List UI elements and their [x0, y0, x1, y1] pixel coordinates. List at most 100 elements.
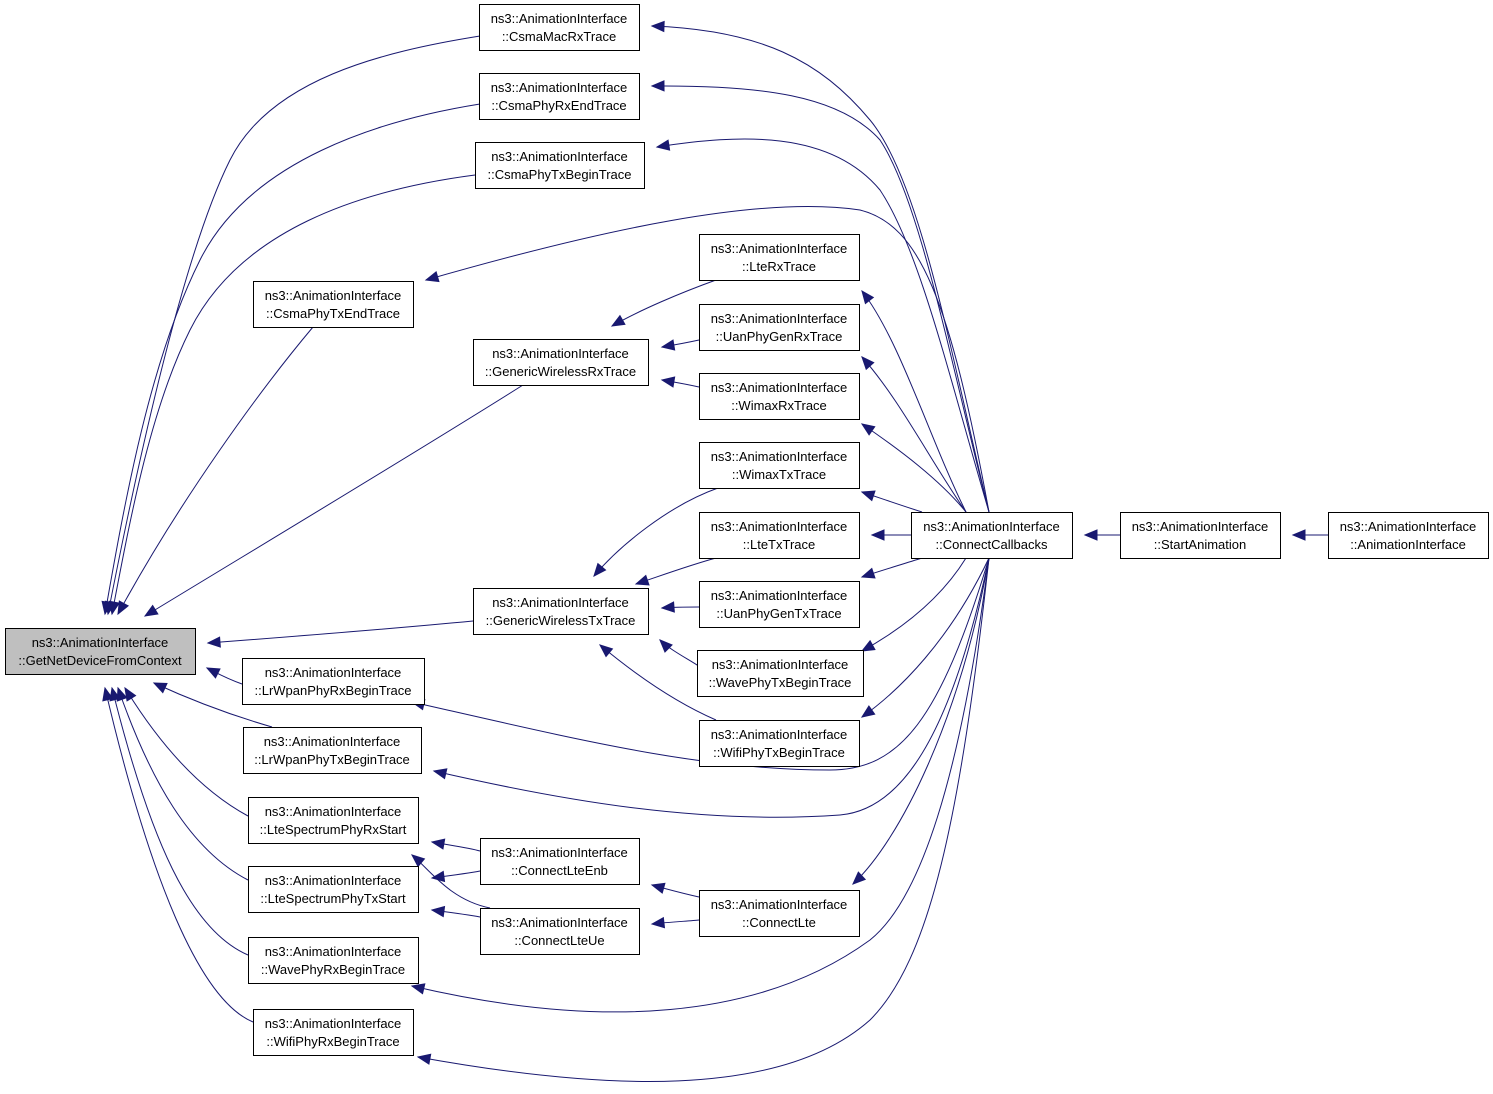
node-lrwpantx[interactable]: ns3::AnimationInterface::LrWpanPhyTxBegi… — [243, 727, 422, 774]
edge-conncb-to-csmaphytxend — [424, 206, 990, 513]
node-wavetx[interactable]: ns3::AnimationInterface::WavePhyTxBeginT… — [697, 650, 864, 697]
node-label-method: ::UanPhyGenTxTrace — [716, 606, 841, 621]
node-label-method: ::GenericWirelessRxTrace — [485, 364, 636, 379]
node-csmaphytxbegin[interactable]: ns3::AnimationInterface::CsmaPhyTxBeginT… — [475, 142, 645, 189]
edge-line — [425, 206, 990, 513]
node-label-namespace: ns3::AnimationInterface — [264, 734, 401, 749]
edge-arrowhead — [861, 289, 875, 305]
node-waverx[interactable]: ns3::AnimationInterface::WavePhyRxBeginT… — [248, 937, 419, 984]
node-box — [699, 581, 860, 628]
edge-lrwpanrx-to-getnet — [205, 667, 243, 685]
edge-conncb-to-wavetx — [860, 557, 967, 652]
node-lterx[interactable]: ns3::AnimationInterface::LteRxTrace — [699, 234, 860, 281]
edge-arrowhead — [102, 686, 114, 702]
node-wimaxtx[interactable]: ns3::AnimationInterface::WimaxTxTrace — [699, 442, 860, 489]
node-label-namespace: ns3::AnimationInterface — [265, 288, 402, 303]
node-label-namespace: ns3::AnimationInterface — [711, 727, 848, 742]
edge-arrowhead — [860, 567, 876, 579]
node-label-namespace: ns3::AnimationInterface — [491, 915, 628, 930]
node-box — [697, 650, 864, 697]
node-connlteue[interactable]: ns3::AnimationInterface::ConnectLteUe — [480, 908, 640, 955]
edge-line — [111, 174, 476, 615]
edge-wimaxtx-to-genwirelesstx — [593, 487, 719, 577]
node-animctor[interactable]: ns3::AnimationInterface::AnimationInterf… — [1328, 512, 1489, 559]
node-genwirelessrx[interactable]: ns3::AnimationInterface::GenericWireless… — [473, 339, 649, 386]
node-uantx[interactable]: ns3::AnimationInterface::UanPhyGenTxTrac… — [699, 581, 860, 628]
edge-line — [207, 620, 474, 644]
node-wifirx[interactable]: ns3::AnimationInterface::WifiPhyRxBeginT… — [253, 1009, 414, 1056]
edge-arrowhead — [124, 686, 137, 702]
edge-conncb-to-wimaxtx — [860, 490, 923, 513]
edge-conncb-to-wifitx — [860, 557, 990, 718]
node-csmaphytxend[interactable]: ns3::AnimationInterface::CsmaPhyTxEndTra… — [253, 281, 414, 328]
node-label-namespace: ns3::AnimationInterface — [491, 845, 628, 860]
edge-line — [144, 384, 524, 617]
edge-csmaphytxend-to-getnet — [117, 326, 314, 616]
edge-arrowhead — [650, 916, 666, 929]
node-connlte[interactable]: ns3::AnimationInterface::ConnectLte — [699, 890, 860, 937]
node-box — [699, 373, 860, 420]
node-getnet[interactable]: ns3::AnimationInterface::GetNetDeviceFro… — [5, 628, 196, 675]
node-label-namespace: ns3::AnimationInterface — [711, 588, 848, 603]
edge-wimaxrx-to-genwirelessrx — [660, 376, 700, 388]
node-ltespectx[interactable]: ns3::AnimationInterface::LteSpectrumPhyT… — [248, 866, 419, 913]
edge-connlte-to-connlteue — [650, 916, 700, 929]
node-startanim[interactable]: ns3::AnimationInterface::StartAnimation — [1120, 512, 1281, 559]
edge-genwirelesstx-to-getnet — [206, 620, 474, 648]
edge-line — [593, 487, 719, 577]
node-label-namespace: ns3::AnimationInterface — [711, 241, 848, 256]
node-wimaxrx[interactable]: ns3::AnimationInterface::WimaxRxTrace — [699, 373, 860, 420]
edge-conncb-to-lrwpantx — [432, 557, 990, 818]
edge-connlte-to-connlteenb — [650, 882, 700, 898]
edge-uantx-to-genwirelesstx — [660, 601, 700, 613]
node-label-namespace: ns3::AnimationInterface — [711, 380, 848, 395]
edge-conncb-to-waverx — [410, 557, 990, 1013]
node-box — [248, 866, 419, 913]
edge-conncb-to-csmaphyrxend — [650, 80, 990, 513]
node-box — [473, 588, 649, 635]
edge-line — [124, 687, 249, 817]
node-uanrx[interactable]: ns3::AnimationInterface::UanPhyGenRxTrac… — [699, 304, 860, 351]
node-box — [479, 4, 640, 51]
node-csmamacrx[interactable]: ns3::AnimationInterface::CsmaMacRxTrace — [479, 4, 640, 51]
edge-arrowhead — [108, 600, 120, 616]
node-csmaphyrxend[interactable]: ns3::AnimationInterface::CsmaPhyRxEndTra… — [479, 73, 640, 120]
node-box — [243, 727, 422, 774]
node-ltetx[interactable]: ns3::AnimationInterface::LteTxTrace — [699, 512, 860, 559]
node-label-namespace: ns3::AnimationInterface — [491, 80, 628, 95]
edge-line — [861, 356, 967, 513]
edge-arrowhead — [1291, 529, 1306, 541]
edge-line — [861, 557, 967, 652]
node-label-namespace: ns3::AnimationInterface — [265, 873, 402, 888]
edge-line — [635, 557, 717, 585]
node-box — [248, 797, 419, 844]
node-box — [5, 628, 196, 675]
node-genwirelesstx[interactable]: ns3::AnimationInterface::GenericWireless… — [473, 588, 649, 635]
node-box — [480, 908, 640, 955]
node-connlteenb[interactable]: ns3::AnimationInterface::ConnectLteEnb — [480, 838, 640, 885]
node-box — [699, 890, 860, 937]
edge-line — [861, 290, 967, 513]
node-label-method: ::CsmaPhyTxEndTrace — [266, 306, 400, 321]
edge-line — [599, 644, 717, 721]
node-box — [253, 281, 414, 328]
node-label-namespace: ns3::AnimationInterface — [492, 346, 629, 361]
node-box — [911, 512, 1073, 559]
edge-arrowhead — [860, 639, 876, 652]
node-lrwpanrx[interactable]: ns3::AnimationInterface::LrWpanPhyRxBegi… — [242, 658, 425, 705]
edge-arrowhead — [634, 574, 650, 586]
node-conncb[interactable]: ns3::AnimationInterface::ConnectCallback… — [911, 512, 1073, 559]
node-ltespecrx[interactable]: ns3::AnimationInterface::LteSpectrumPhyR… — [248, 797, 419, 844]
node-label-namespace: ns3::AnimationInterface — [265, 944, 402, 959]
node-label-namespace: ns3::AnimationInterface — [923, 519, 1060, 534]
node-box — [475, 142, 645, 189]
node-label-namespace: ns3::AnimationInterface — [265, 804, 402, 819]
node-wifitx[interactable]: ns3::AnimationInterface::WifiPhyTxBeginT… — [699, 720, 860, 767]
edge-conncb-to-ltetx — [870, 529, 911, 541]
edge-arrowhead — [205, 667, 221, 679]
node-label-method: ::GenericWirelessTxTrace — [486, 613, 636, 628]
edge-ltespecrx-to-getnet — [124, 686, 249, 817]
edge-arrowhead — [152, 682, 168, 694]
edge-line — [411, 557, 990, 1013]
node-label-method: ::LteSpectrumPhyRxStart — [260, 822, 407, 837]
